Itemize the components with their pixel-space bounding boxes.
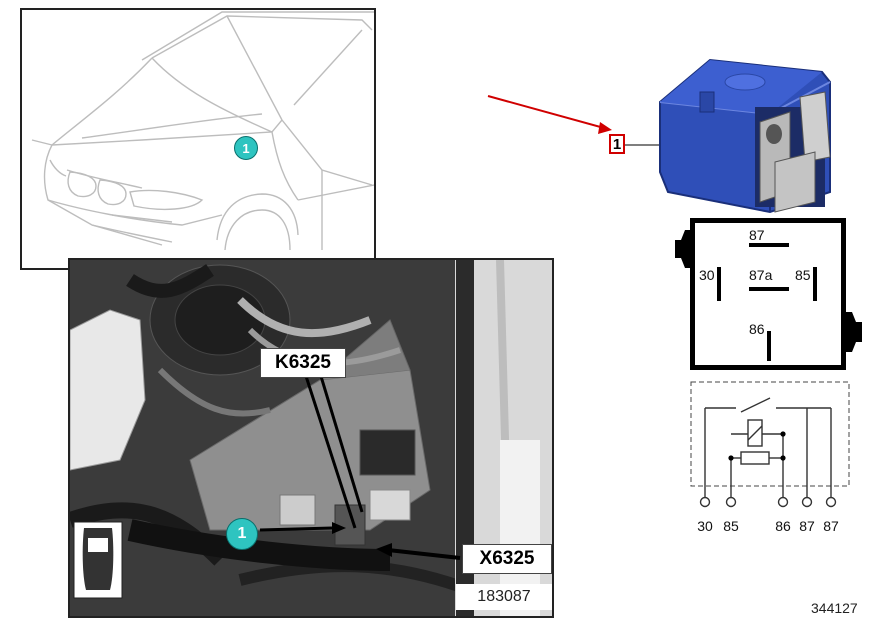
relay-circuit-schematic [690, 381, 850, 508]
pin-label-30: 30 [699, 267, 715, 283]
figure-id-number: 344127 [811, 600, 858, 616]
pin-layout-left-tab [675, 230, 693, 268]
engine-bay-photo: K6325 X6325 183087 1 [68, 258, 554, 618]
terminal-label-86: 86 [775, 518, 791, 534]
relay-k6325-label: K6325 [260, 348, 346, 378]
relay-component-icon [659, 58, 831, 214]
relay-leader-line [625, 144, 665, 146]
pin-label-87: 87 [749, 227, 765, 243]
photo-reference-number: 183087 [456, 584, 552, 610]
relay-pin-layout: 87 30 87a 85 86 [690, 218, 846, 370]
location-callout-marker: 1 [234, 136, 258, 160]
relay-callout-box: 1 [609, 134, 625, 154]
pin-layout-right-tab [844, 312, 862, 352]
terminal-label-87-second: 87 [823, 518, 839, 534]
connector-x6325-label: X6325 [462, 544, 552, 574]
photo-reference-text: 183087 [477, 588, 531, 605]
connector-x6325-text: X6325 [479, 548, 535, 569]
terminal-label-30: 30 [697, 518, 713, 534]
relay-k6325-text: K6325 [275, 352, 331, 373]
location-callout-number: 1 [242, 140, 250, 156]
pin-label-86: 86 [749, 321, 765, 337]
terminal-label-87-first: 87 [799, 518, 815, 534]
photo-callout-number: 1 [237, 525, 247, 542]
pin-label-85: 85 [795, 267, 811, 283]
vehicle-outline-drawing [31, 11, 374, 251]
relay-callout-number: 1 [612, 135, 622, 153]
vehicle-location-panel: 1 [20, 8, 376, 270]
pin-blades [717, 243, 817, 361]
engine-bay-illustration [70, 260, 552, 616]
pin-label-87a: 87a [749, 267, 773, 283]
terminal-label-85: 85 [723, 518, 739, 534]
photo-callout-marker: 1 [226, 518, 258, 550]
red-pointer-arrow [487, 95, 612, 134]
